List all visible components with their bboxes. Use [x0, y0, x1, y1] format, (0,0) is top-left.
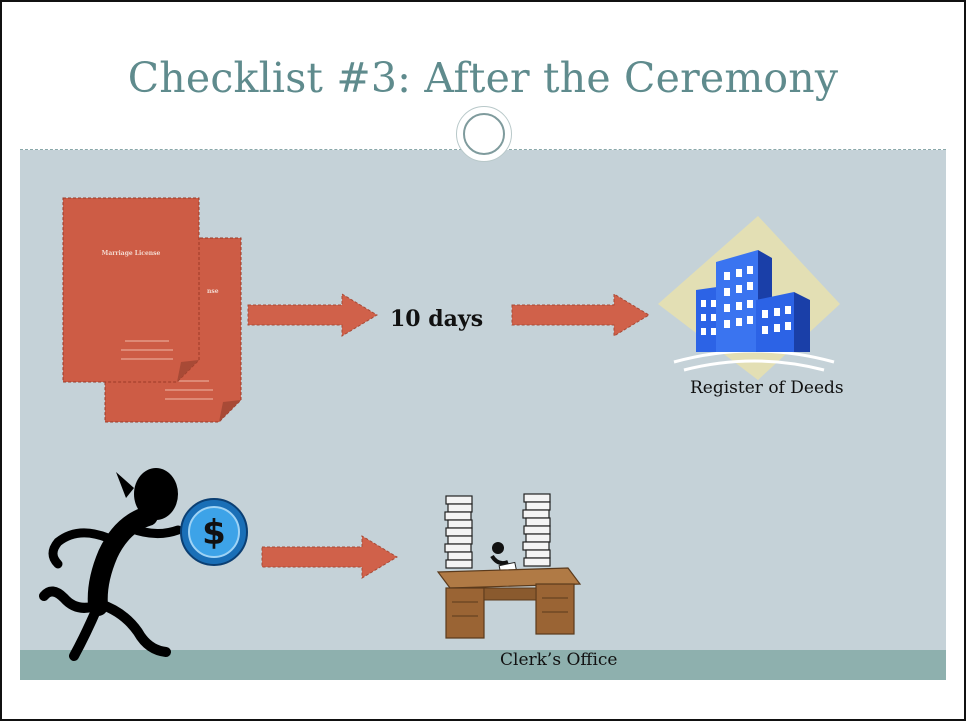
clerks-office-label: Clerk’s Office [500, 650, 618, 670]
marriage-license-documents-icon: nse Marriage License [62, 197, 242, 423]
circle-ornament [456, 106, 512, 162]
right-arrow-icon [247, 293, 378, 337]
footer-band [20, 650, 946, 680]
slide-title: Checklist #3: After the Ceremony [127, 54, 839, 102]
dollar-symbol: $ [202, 513, 226, 553]
office-building-icon [658, 216, 840, 380]
dollar-coin-icon: $ [180, 498, 248, 566]
right-arrow-icon [261, 535, 398, 579]
back-document-title: nse [207, 288, 219, 295]
register-of-deeds-label: Register of Deeds [690, 378, 844, 398]
front-document-title: Marriage License [102, 250, 161, 257]
days-label: 10 days [390, 306, 484, 332]
right-arrow-icon [511, 293, 650, 337]
circle-ornament-inner [463, 113, 505, 155]
running-person-icon [39, 468, 183, 661]
clerk-desk-icon [436, 493, 582, 639]
